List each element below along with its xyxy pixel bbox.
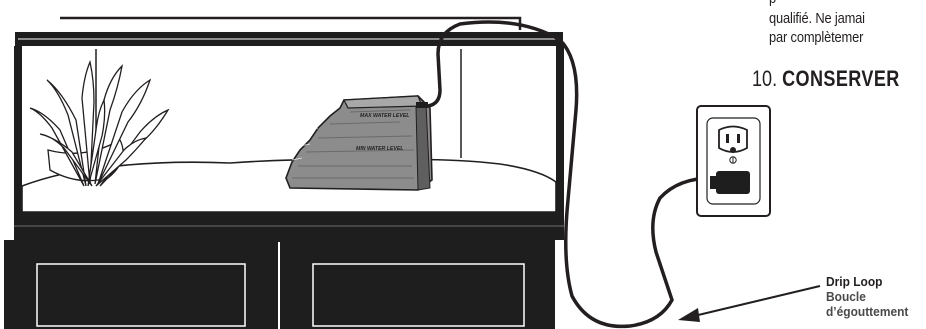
outlet-receptacle (718, 125, 748, 153)
drip-loop-label: Drip Loop Boucle d’égouttement (826, 274, 908, 319)
power-cord (426, 20, 722, 329)
drip-loop-label-fr-2: d’égouttement (826, 304, 909, 319)
instruction-line-par: par complètemer (769, 29, 864, 46)
drip-loop-label-fr-1: Boucle (826, 289, 866, 304)
step-word: CONSERVER (782, 66, 900, 91)
step-heading: 10. CONSERVER (752, 66, 900, 92)
power-plug (710, 171, 750, 194)
min-water-level-label: MIN WATER LEVEL (356, 146, 403, 152)
aquarium-heater: MAX WATER LEVEL MIN WATER LEVEL (285, 95, 433, 191)
stand-door-right (312, 263, 525, 327)
drip-loop-label-en: Drip Loop (826, 274, 883, 289)
drip-loop-arrow (678, 285, 821, 322)
instruction-fragment: p (769, 0, 776, 8)
stand-door-left (36, 263, 246, 327)
instruction-line-qualifie: qualifié. Ne jamai (769, 10, 865, 27)
wall-outlet (696, 105, 771, 217)
aquarium-plant (29, 59, 170, 187)
step-number: 10. (752, 66, 778, 91)
aquarium-stand (4, 240, 555, 329)
max-water-level-label: MAX WATER LEVEL (360, 113, 409, 119)
